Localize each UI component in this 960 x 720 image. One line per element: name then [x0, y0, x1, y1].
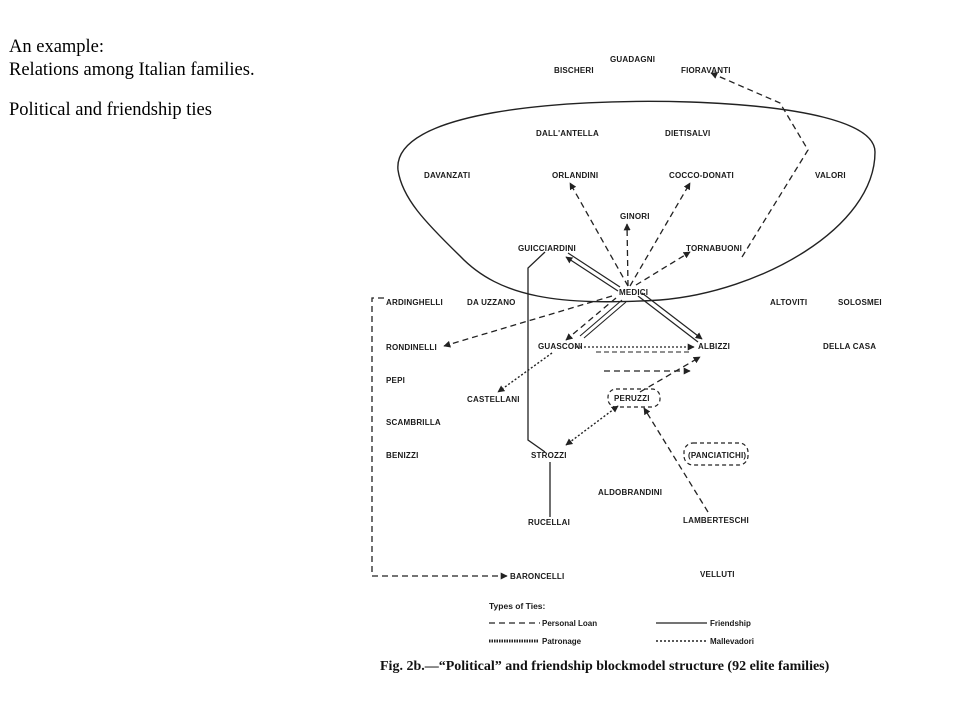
legend-personal-loan: Personal Loan — [542, 619, 597, 628]
family-benizzi: BENIZZI — [386, 451, 419, 460]
tie-ardinghelli-baroncelli — [371, 297, 508, 580]
family-bischeri: BISCHERI — [554, 66, 594, 75]
family-panciatichi: (PANCIATICHI) — [688, 451, 746, 460]
family-da-uzzano: DA UZZANO — [467, 298, 516, 307]
family-scambrilla: SCAMBRILLA — [386, 418, 441, 427]
family-rucellai: RUCELLAI — [528, 518, 570, 527]
tie-guicciardini-strozzi — [527, 251, 546, 453]
family-fioravanti: FIORAVANTI — [681, 66, 731, 75]
family-albizzi: ALBIZZI — [698, 342, 730, 351]
figure-caption-number: Fig. 2b. — [380, 659, 425, 674]
tie-peruzzi-strozzi — [565, 405, 619, 446]
family-lamberteschi: LAMBERTESCHI — [683, 516, 749, 525]
family-guicciardini: GUICCIARDINI — [518, 244, 576, 253]
tie-peruzzi-fioravanti — [710, 72, 809, 258]
tie-medici-albizzi — [637, 292, 703, 343]
legend-mallevadori: Mallevadori — [710, 637, 754, 646]
family-altoviti: ALTOVITI — [770, 298, 807, 307]
figure-caption: Fig. 2b.—“Political” and friendship bloc… — [380, 659, 830, 674]
intro-line-1: An example: — [9, 37, 105, 57]
family-guasconi: GUASCONI — [538, 342, 583, 351]
family-dietisalvi: DIETISALVI — [665, 129, 710, 138]
tie-medici-guicciardini — [565, 252, 621, 292]
family-peruzzi: PERUZZI — [614, 394, 650, 403]
family-medici: MEDICI — [619, 288, 648, 297]
family-strozzi: STROZZI — [531, 451, 567, 460]
family-dallantella: DALL'ANTELLA — [536, 129, 599, 138]
figure-caption-text: —“Political” and friendship blockmodel s… — [424, 659, 830, 674]
intro-line-2: Relations among Italian families. — [9, 60, 255, 80]
family-velluti: VELLUTI — [700, 570, 735, 579]
peruzzi-box — [607, 388, 661, 408]
tie-medici-ginori — [623, 223, 631, 287]
tie-medici-guasconi-patronage — [579, 299, 627, 339]
tie-medici-orlandini — [569, 182, 629, 287]
family-cocco-donati: COCCO-DONATI — [669, 171, 734, 180]
tie-peruzzi-albizzi — [639, 356, 701, 393]
family-valori: VALORI — [815, 171, 846, 180]
family-della-casa: DELLA CASA — [823, 342, 876, 351]
family-pepi: PEPI — [386, 376, 405, 385]
family-rondinelli: RONDINELLI — [386, 343, 437, 352]
legend: Types of Ties: Personal Loan Friendship … — [489, 601, 754, 646]
family-baroncelli: BARONCELLI — [510, 572, 564, 581]
family-castellani: CASTELLANI — [467, 395, 520, 404]
family-orlandini: ORLANDINI — [552, 171, 598, 180]
family-ginori: GINORI — [620, 212, 650, 221]
legend-title: Types of Ties: — [489, 601, 546, 611]
intro-text: An example: Relations among Italian fami… — [9, 36, 255, 122]
family-tornabuoni: TORNABUONI — [686, 244, 742, 253]
tie-lamberteschi-peruzzi — [643, 407, 709, 513]
tie-medici-guasconi — [565, 297, 617, 341]
legend-friendship: Friendship — [710, 619, 751, 628]
tie-guasconi-castellani — [497, 352, 553, 393]
family-solosmei: SOLOSMEI — [838, 298, 882, 307]
family-davanzati: DAVANZATI — [424, 171, 470, 180]
family-ardinghelli: ARDINGHELLI — [386, 298, 443, 307]
intro-line-3: Political and friendship ties — [9, 100, 212, 120]
tie-medici-tornabuoni — [635, 251, 691, 286]
legend-patronage: Patronage — [542, 637, 582, 646]
elite-block-enclosure — [397, 100, 876, 303]
panciatichi-box — [683, 442, 749, 466]
family-aldobrandini: ALDOBRANDINI — [598, 488, 662, 497]
family-guadagni: GUADAGNI — [610, 55, 655, 64]
tie-medici-cocco-donati — [629, 182, 691, 287]
